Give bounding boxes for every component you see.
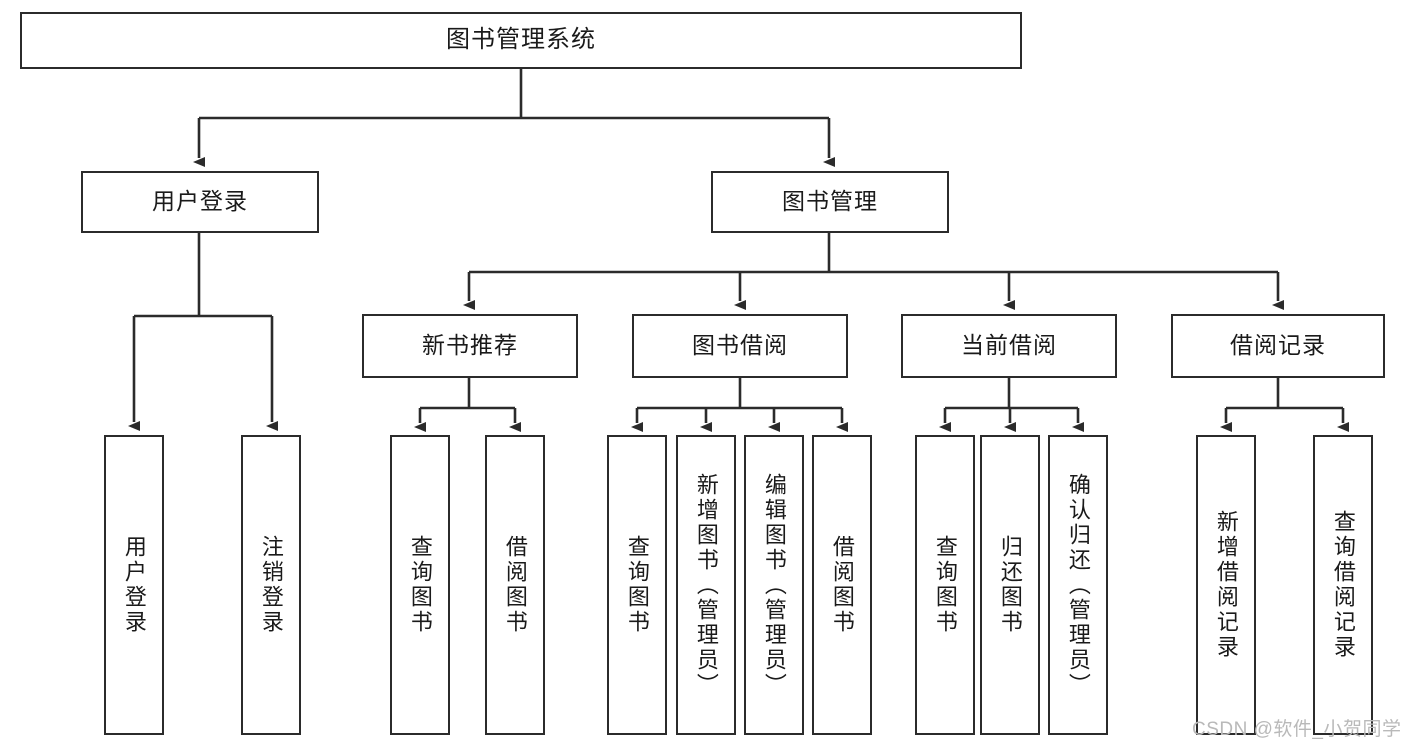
node-user-login-label: 用户登录 (152, 188, 248, 215)
node-new-book-recommend[interactable]: 新书推荐 (362, 314, 578, 378)
node-borrow-record[interactable]: 借阅记录 (1171, 314, 1385, 378)
leaf-query-book-current[interactable]: 查询图书 (915, 435, 975, 735)
node-new-book-recommend-label: 新书推荐 (422, 332, 518, 359)
leaf-label: 查询图书 (407, 535, 433, 635)
node-book-borrow-label: 图书借阅 (692, 332, 788, 359)
leaf-label: 注销登录 (258, 535, 284, 635)
leaf-add-book-admin[interactable]: 新增图书（管理员） (676, 435, 736, 735)
leaf-borrow-book-newbook[interactable]: 借阅图书 (485, 435, 545, 735)
leaf-query-book-borrow[interactable]: 查询图书 (607, 435, 667, 735)
leaf-label: 查询图书 (932, 535, 958, 635)
leaf-label: 新增借阅记录 (1213, 510, 1239, 660)
node-borrow-record-label: 借阅记录 (1230, 332, 1326, 359)
leaf-query-book-newbook[interactable]: 查询图书 (390, 435, 450, 735)
leaf-label: 编辑图书（管理员） (761, 472, 787, 698)
leaf-label: 用户登录 (121, 535, 147, 635)
leaf-label: 查询图书 (624, 535, 650, 635)
node-current-borrow-label: 当前借阅 (961, 332, 1057, 359)
leaf-label: 查询借阅记录 (1330, 510, 1356, 660)
leaf-label: 借阅图书 (502, 535, 528, 635)
node-user-login[interactable]: 用户登录 (81, 171, 319, 233)
leaf-user-login[interactable]: 用户登录 (104, 435, 164, 735)
leaf-confirm-return-admin[interactable]: 确认归还（管理员） (1048, 435, 1108, 735)
leaf-query-borrow-record[interactable]: 查询借阅记录 (1313, 435, 1373, 735)
node-book-management[interactable]: 图书管理 (711, 171, 949, 233)
leaf-label: 新增图书（管理员） (693, 472, 719, 698)
leaf-edit-book-admin[interactable]: 编辑图书（管理员） (744, 435, 804, 735)
node-current-borrow[interactable]: 当前借阅 (901, 314, 1117, 378)
leaf-add-borrow-record[interactable]: 新增借阅记录 (1196, 435, 1256, 735)
leaf-borrow-book[interactable]: 借阅图书 (812, 435, 872, 735)
leaf-logout[interactable]: 注销登录 (241, 435, 301, 735)
leaf-label: 归还图书 (997, 535, 1023, 635)
leaf-label: 借阅图书 (829, 535, 855, 635)
node-root-label: 图书管理系统 (446, 26, 596, 54)
node-book-management-label: 图书管理 (782, 188, 878, 215)
leaf-label: 确认归还（管理员） (1065, 472, 1091, 698)
node-root[interactable]: 图书管理系统 (20, 12, 1022, 69)
leaf-return-book[interactable]: 归还图书 (980, 435, 1040, 735)
node-book-borrow[interactable]: 图书借阅 (632, 314, 848, 378)
watermark: CSDN @软件_小贺同学 (1192, 719, 1402, 740)
